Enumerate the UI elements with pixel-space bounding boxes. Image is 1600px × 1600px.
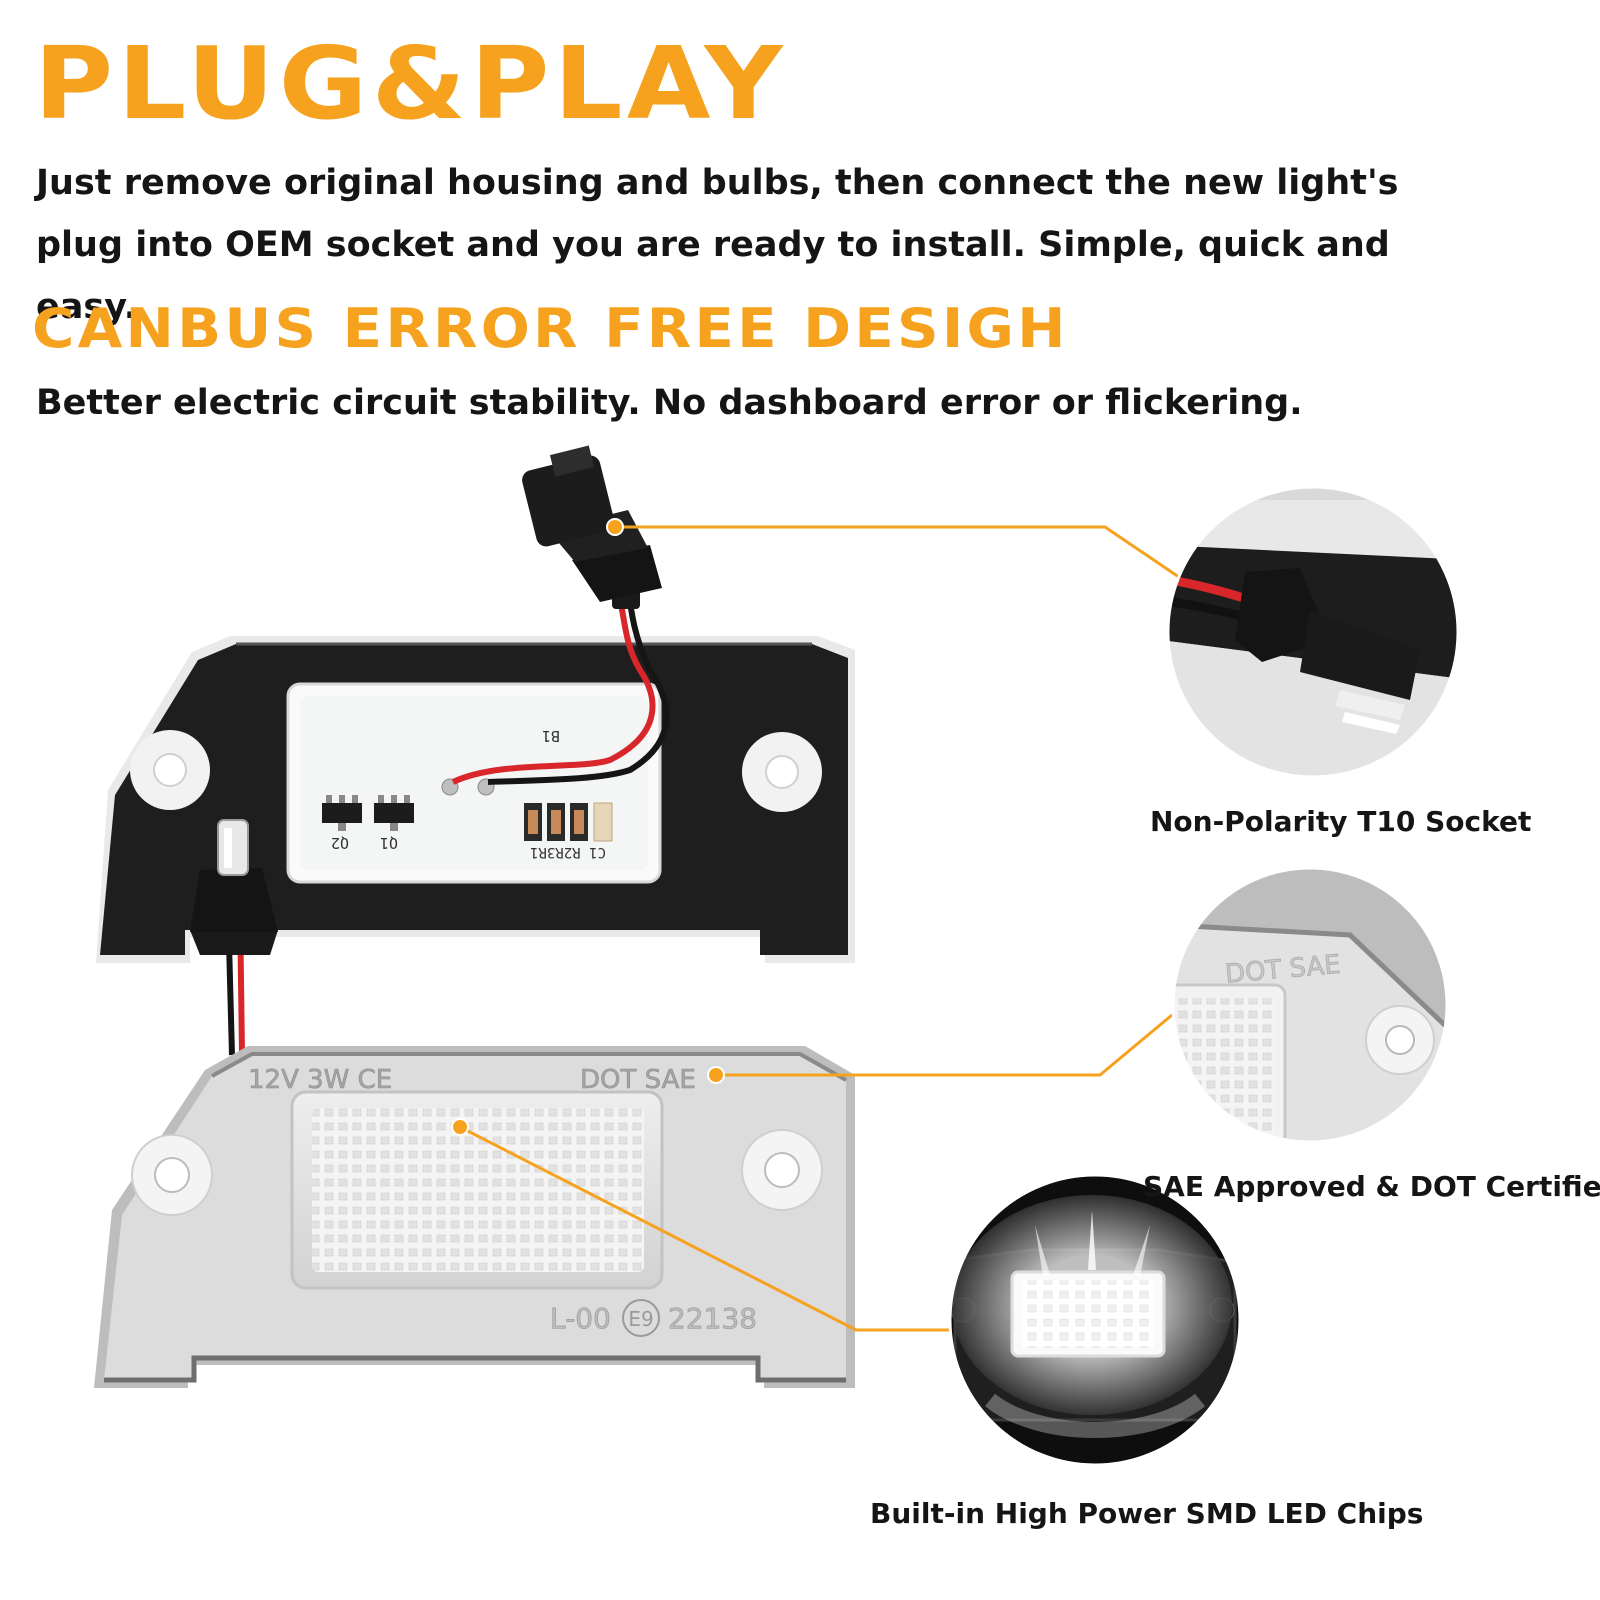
callout-dot-led-chips — [451, 1118, 469, 1136]
callout-label-socket: Non-Polarity T10 Socket — [1150, 805, 1532, 838]
callout-dot-socket — [606, 518, 624, 536]
callout-dot-certification — [707, 1066, 725, 1084]
marking-approval-number: 22138 — [668, 1302, 757, 1335]
callout-label-certification: SAE Approved & DOT Certified — [1143, 1170, 1600, 1203]
zoom-circle-led-chips — [948, 1173, 1242, 1467]
circuit-board: Q2 Q1 C1 R2R3R1 B1 — [286, 682, 662, 884]
transistor-q1 — [374, 795, 414, 831]
callout-line-led-chips — [459, 1125, 950, 1332]
callout-line-certification — [716, 998, 1191, 1077]
marking-dot-sae: DOT SAE — [580, 1065, 696, 1095]
bottom-light-housing: 12V 3W CE DOT SAE L-00 E9 22138 — [94, 1046, 855, 1388]
callout-line-socket — [615, 525, 1199, 592]
label-q1: Q1 — [380, 834, 398, 852]
mount-hole-top-left — [130, 730, 210, 810]
resistor-array — [524, 802, 613, 842]
marking-emark: E9 — [628, 1307, 653, 1331]
callout-lines — [459, 525, 1199, 1332]
headline-canbus: CANBUS ERROR FREE DESIGH — [32, 297, 1069, 360]
label-resistors: C1 R2R3R1 — [530, 844, 606, 860]
mount-hole-top-right — [742, 732, 822, 812]
mount-hole-bottom-left — [131, 1134, 213, 1216]
label-b1: B1 — [542, 727, 560, 745]
headline-plug-and-play: PLUG&PLAY — [34, 25, 787, 142]
marking-12v-3w: 12V 3W CE — [248, 1065, 392, 1095]
label-q2: Q2 — [331, 834, 349, 852]
top-light-housing: Q2 Q1 C1 R2R3R1 B1 — [96, 445, 855, 1056]
zoom-circle-certification: DOT SAE — [1171, 866, 1449, 1144]
marking-l00: L-00 — [550, 1302, 611, 1335]
paragraph-installation: Just remove original housing and bulbs, … — [36, 163, 1399, 327]
mount-hole-bottom-right — [741, 1129, 823, 1211]
callout-label-led-chips: Built-in High Power SMD LED Chips — [870, 1497, 1424, 1530]
t10-bulb-lower — [190, 819, 278, 1056]
transistor-q2 — [322, 795, 362, 831]
paragraph-canbus: Better electric circuit stability. No da… — [36, 383, 1303, 423]
zoom-circle-socket — [1166, 485, 1460, 779]
led-lens-panel — [290, 1090, 664, 1290]
